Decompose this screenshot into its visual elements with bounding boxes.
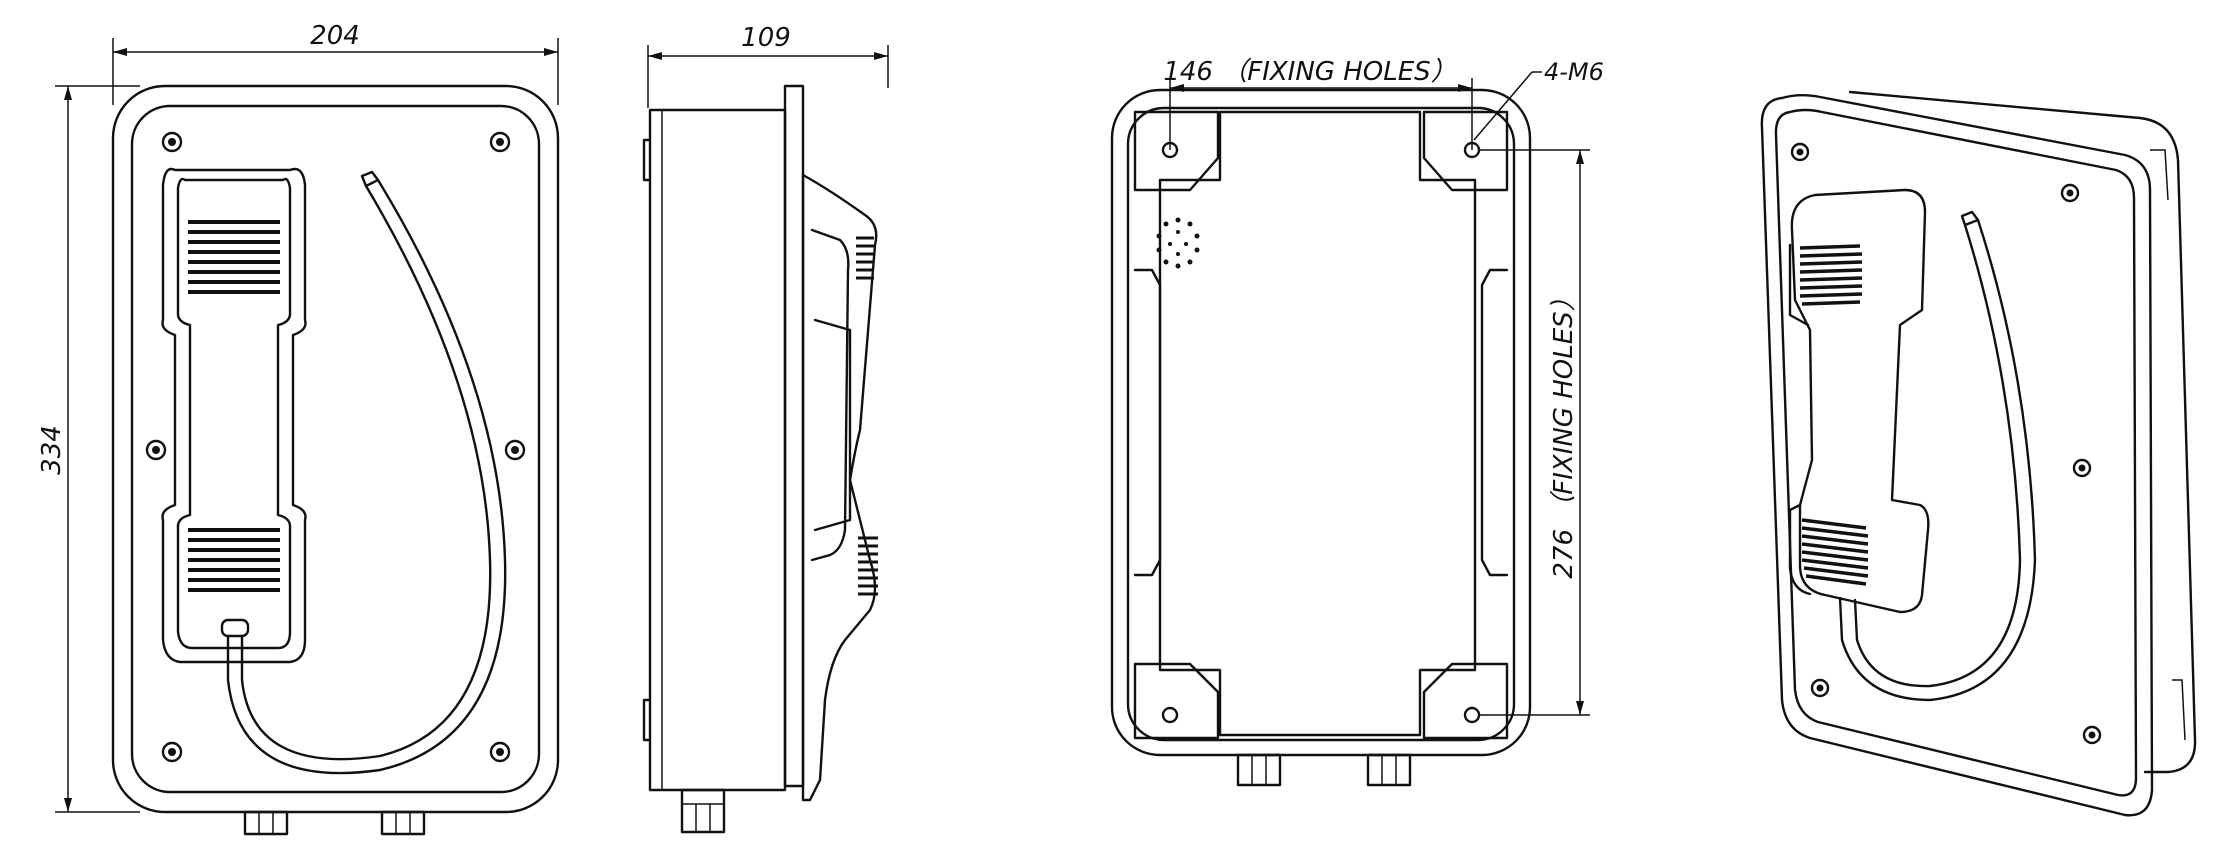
back-housing-outer: [1110, 88, 1532, 757]
back-speaker-holes: [1156, 217, 1200, 269]
side-body: [648, 108, 787, 792]
iso-handset: [1788, 188, 2037, 702]
side-cable-gland: [680, 788, 726, 834]
back-fixing-holes: [1161, 141, 1481, 724]
side-depth-label: 109: [741, 23, 791, 53]
front-screws: [145, 131, 526, 763]
back-fixing-width-label: 146 （FIXING HOLES）: [1163, 57, 1456, 87]
back-view: 146 （FIXING HOLES） 4-M6 276 （FIXING HOLE…: [1110, 57, 1604, 787]
back-corner-pads: [1133, 110, 1509, 740]
iso-back-box: [1848, 90, 2197, 774]
iso-screws: [1790, 142, 2102, 745]
front-width-label: 204: [310, 21, 360, 51]
back-screw-leader: [1473, 71, 1533, 141]
back-housing-rim: [1126, 106, 1516, 742]
front-housing-outer: [111, 84, 560, 814]
front-housing-inner: [130, 104, 541, 794]
back-rail-right: [1480, 268, 1509, 577]
side-front-plate: [783, 84, 805, 788]
front-handset: [161, 167, 507, 775]
front-cable-glands: [243, 810, 426, 836]
front-height-label: 334: [37, 425, 67, 475]
isometric-view: [1760, 90, 2197, 817]
back-fixing-height-label: 276 （FIXING HOLES）: [1549, 285, 1579, 578]
back-screw-callout: 4-M6: [1544, 58, 1604, 86]
front-view: 204 334: [37, 21, 560, 836]
back-cable-glands: [1236, 753, 1412, 787]
iso-front-plate-inner: [1774, 108, 2138, 797]
back-rail-left: [1133, 268, 1162, 577]
back-inner-panel: [1158, 110, 1477, 737]
side-view: 109: [642, 23, 889, 834]
iso-front-plate-outer: [1760, 94, 2154, 817]
side-handset-profile: [801, 173, 878, 802]
